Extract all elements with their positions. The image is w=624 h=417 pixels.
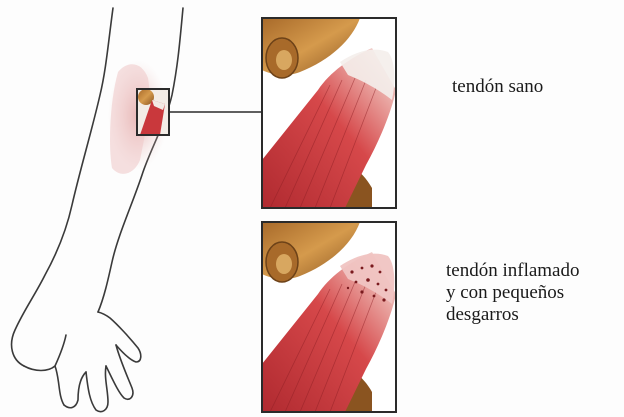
inflamed-tendon-label: tendón inflamado y con pequeños desgarro… (446, 260, 580, 326)
inflamed-tendon-label-line1: tendón inflamado (446, 260, 580, 282)
healthy-tendon-label: tendón sano (452, 76, 543, 98)
arm-outline (12, 8, 183, 412)
healthy-tendon-illustration (262, 18, 396, 208)
elbow-detail-marker (137, 89, 262, 135)
inflamed-tendon-illustration (262, 222, 396, 412)
inflamed-tendon-label-line2: y con pequeños (446, 282, 580, 304)
inflamed-tendon-label-line3: desgarros (446, 304, 580, 326)
